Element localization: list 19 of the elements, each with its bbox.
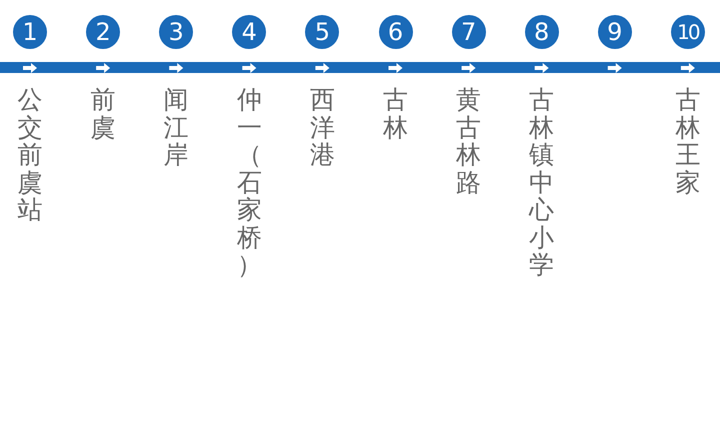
stop-name: 西洋港 xyxy=(310,86,335,168)
stop-number-circle: 4 xyxy=(232,15,266,49)
stop-number-circle: 3 xyxy=(159,15,194,49)
stop-number-circle: 10 xyxy=(670,15,705,49)
stop-name: 前虞 xyxy=(90,86,116,141)
stop-number-circle: 8 xyxy=(524,15,559,49)
stop-name: 公交前虞站 xyxy=(18,86,42,224)
stop-name: 古林王家 xyxy=(675,86,700,196)
stop-number-circle: 1 xyxy=(13,15,47,49)
stop-name: 黄古林路 xyxy=(456,86,482,196)
stop-number-circle: 9 xyxy=(598,15,632,49)
stop-name: 古林镇中心小学 xyxy=(529,86,554,278)
stop-name: 古林 xyxy=(383,86,408,141)
stop-name: 仲一（石家桥） xyxy=(236,86,262,278)
stop-number-circle: 2 xyxy=(86,15,120,49)
stop-number-circle: 7 xyxy=(452,15,486,49)
stop-number-circle: 6 xyxy=(378,15,412,49)
stop-number-circle: 5 xyxy=(305,15,340,49)
stop-name: 闻江岸 xyxy=(164,86,189,168)
